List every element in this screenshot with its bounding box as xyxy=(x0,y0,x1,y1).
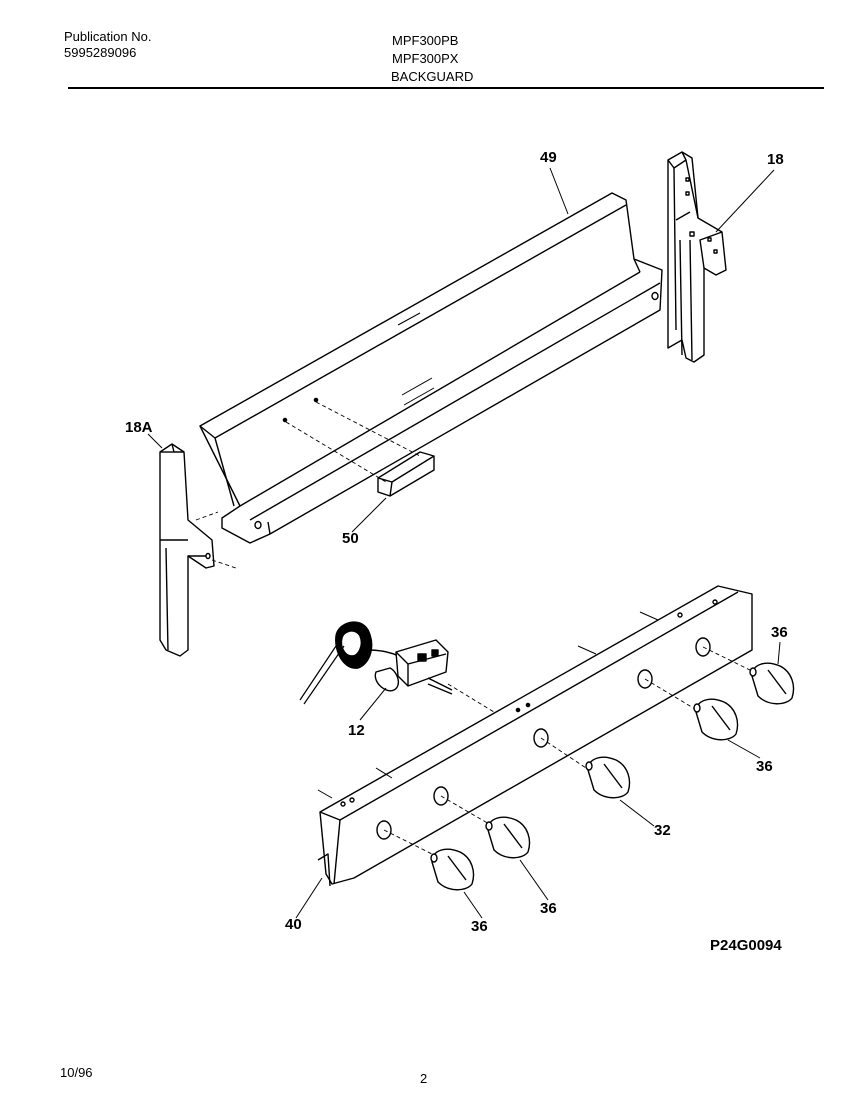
thermostat-12 xyxy=(299,621,453,705)
callout-36-top: 36 xyxy=(771,624,788,641)
end-cap-18a xyxy=(159,443,237,657)
callout-36-bottom: 36 xyxy=(471,918,488,935)
control-panel-40 xyxy=(317,585,753,887)
trim-piece-50 xyxy=(282,397,435,497)
end-cap-18 xyxy=(667,151,727,363)
callout-49: 49 xyxy=(540,149,557,166)
publication-number: 5995289096 xyxy=(64,45,137,60)
header-rule xyxy=(68,87,824,89)
knob-36-bottom xyxy=(430,848,475,891)
callout-18a: 18A xyxy=(125,419,153,436)
page-number: 2 xyxy=(420,1071,428,1086)
callout-18: 18 xyxy=(767,151,784,168)
callout-leaders xyxy=(147,167,781,919)
callout-12: 12 xyxy=(348,722,365,739)
callout-40: 40 xyxy=(285,916,302,933)
model-number-1: MPF300PB xyxy=(392,33,459,48)
callout-50: 50 xyxy=(342,530,359,547)
backguard-panel-49 xyxy=(199,192,663,544)
footer-date: 10/96 xyxy=(60,1065,93,1080)
knob-36-mid xyxy=(485,816,531,859)
knob-32 xyxy=(585,756,631,799)
publication-label: Publication No. xyxy=(64,29,152,44)
callout-36-mid: 36 xyxy=(540,900,557,917)
callout-32: 32 xyxy=(654,822,671,839)
knob-36-upper xyxy=(693,698,739,741)
callout-36-upper: 36 xyxy=(756,758,773,775)
figure-code: P24G0094 xyxy=(710,937,782,954)
knob-36-top xyxy=(749,662,795,705)
model-number-2: MPF300PX xyxy=(392,51,459,66)
section-title: BACKGUARD xyxy=(391,69,474,84)
